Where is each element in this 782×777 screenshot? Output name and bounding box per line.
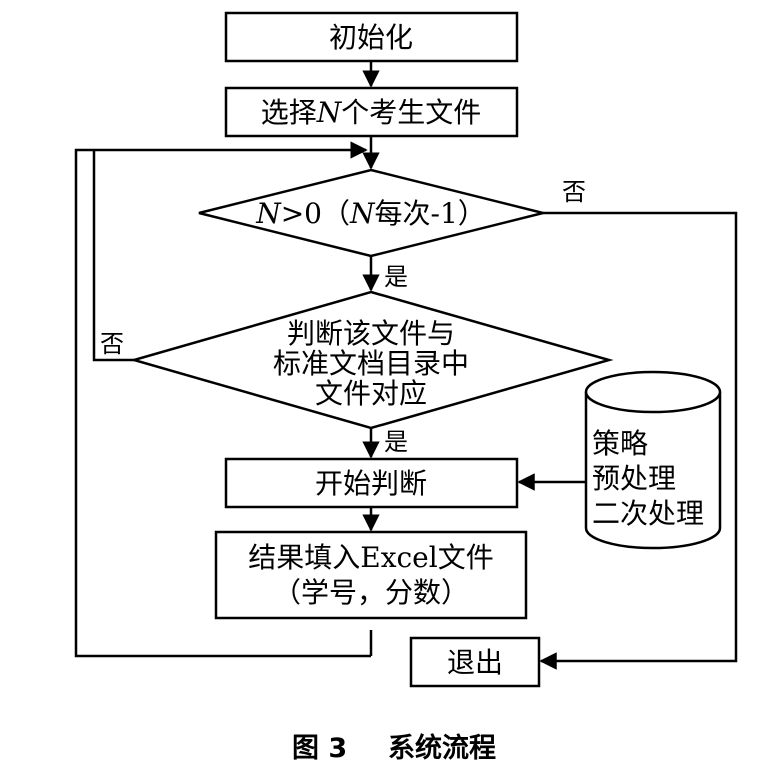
match-line-3: 文件对应 xyxy=(315,377,427,410)
db-line-2: 预处理 xyxy=(592,462,676,495)
result-box xyxy=(214,530,528,620)
match-line-2: 标准文档目录中 xyxy=(273,347,469,380)
figure-title: 系统流程 xyxy=(388,732,496,764)
start-judge-box xyxy=(224,457,519,509)
loopback-inner-line xyxy=(92,150,134,362)
exit-box xyxy=(409,636,541,688)
exit-label: 退出 xyxy=(447,646,503,679)
no-label-match: 否 xyxy=(100,330,124,358)
db-line-1: 策略 xyxy=(592,427,648,460)
no-branch-exit-line xyxy=(539,211,738,670)
loop-decision-label: N>0（N每次-1） xyxy=(255,197,486,230)
loopback-outer-line xyxy=(74,141,371,658)
init-box xyxy=(224,11,519,63)
match-line-1: 判断该文件与 xyxy=(287,317,455,350)
yes-label-loop: 是 xyxy=(384,263,408,291)
strategy-database xyxy=(584,370,722,550)
no-label-loop: 否 xyxy=(562,178,586,206)
figure-number: 图 3 xyxy=(292,733,347,764)
select-box xyxy=(224,86,519,138)
db-line-3: 二次处理 xyxy=(592,497,704,530)
init-label: 初始化 xyxy=(329,21,413,54)
start-judge-label: 开始判断 xyxy=(315,467,427,500)
result-line-2: （学号，分数） xyxy=(273,576,469,609)
yes-label-match: 是 xyxy=(384,428,408,456)
result-line-1: 结果填入Excel文件 xyxy=(248,541,493,574)
select-label: 选择N个考生文件 xyxy=(261,96,482,129)
